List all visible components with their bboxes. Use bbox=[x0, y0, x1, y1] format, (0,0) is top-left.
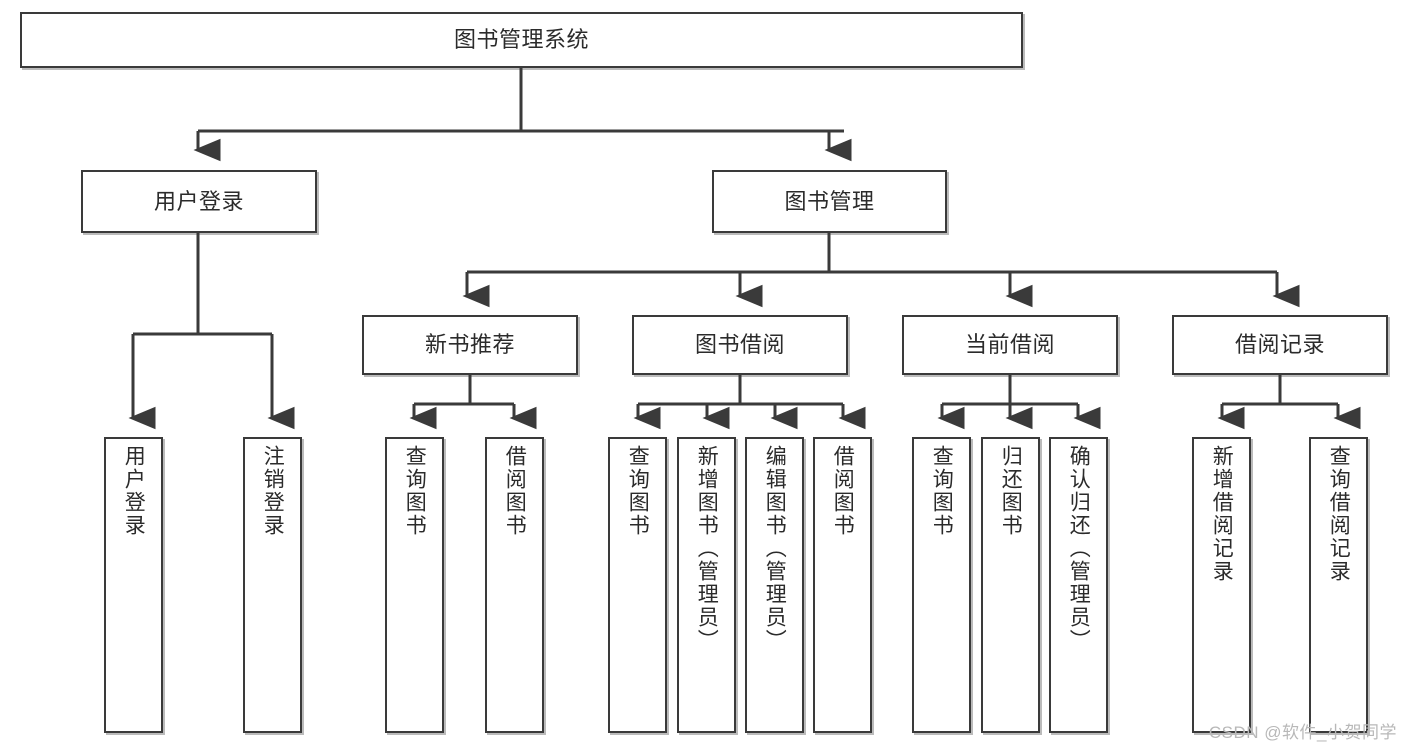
node-leaf-borrow-book[interactable]: 借阅图书 bbox=[813, 437, 872, 733]
node-new-book-recommend[interactable]: 新书推荐 bbox=[362, 315, 578, 375]
node-label: 新书推荐 bbox=[424, 332, 515, 358]
node-current-borrow[interactable]: 当前借阅 bbox=[902, 315, 1118, 375]
node-leaf-query-book-current[interactable]: 查询图书 bbox=[912, 437, 971, 733]
node-label: 新增图书（管理员） bbox=[695, 445, 719, 652]
node-label: 用户登录 bbox=[122, 445, 146, 537]
node-leaf-return-book[interactable]: 归还图书 bbox=[981, 437, 1040, 733]
node-leaf-confirm-return-admin[interactable]: 确认归还（管理员） bbox=[1049, 437, 1108, 733]
node-leaf-logout[interactable]: 注销登录 bbox=[243, 437, 302, 733]
node-label: 查询借阅记录 bbox=[1327, 445, 1351, 583]
watermark: CSDN @软件_小贺同学 bbox=[1208, 723, 1397, 742]
node-label: 查询图书 bbox=[403, 445, 427, 537]
node-book-borrow[interactable]: 图书借阅 bbox=[632, 315, 848, 375]
node-leaf-edit-book-admin[interactable]: 编辑图书（管理员） bbox=[745, 437, 804, 733]
node-label: 图书借阅 bbox=[694, 332, 785, 358]
node-label: 查询图书 bbox=[626, 445, 650, 537]
node-leaf-query-book-recommend[interactable]: 查询图书 bbox=[385, 437, 444, 733]
node-leaf-user-login[interactable]: 用户登录 bbox=[104, 437, 163, 733]
node-label: 借阅图书 bbox=[831, 445, 855, 537]
node-label: 编辑图书（管理员） bbox=[763, 445, 787, 652]
node-borrow-record[interactable]: 借阅记录 bbox=[1172, 315, 1388, 375]
node-label: 确认归还（管理员） bbox=[1067, 445, 1091, 652]
node-label: 用户登录 bbox=[153, 188, 244, 214]
node-book-management[interactable]: 图书管理 bbox=[712, 170, 947, 233]
node-label: 借阅图书 bbox=[503, 445, 527, 537]
node-label: 图书管理系统 bbox=[453, 27, 589, 53]
node-label: 图书管理 bbox=[784, 188, 875, 214]
node-label: 查询图书 bbox=[930, 445, 954, 537]
node-leaf-add-borrow-record[interactable]: 新增借阅记录 bbox=[1192, 437, 1251, 733]
node-label: 归还图书 bbox=[999, 445, 1023, 537]
node-root-library-system[interactable]: 图书管理系统 bbox=[20, 12, 1023, 68]
node-leaf-query-book-borrow[interactable]: 查询图书 bbox=[608, 437, 667, 733]
node-leaf-add-book-admin[interactable]: 新增图书（管理员） bbox=[677, 437, 736, 733]
node-label: 新增借阅记录 bbox=[1210, 445, 1234, 583]
node-label: 借阅记录 bbox=[1234, 332, 1325, 358]
node-label: 注销登录 bbox=[261, 445, 285, 537]
node-user-login[interactable]: 用户登录 bbox=[81, 170, 317, 233]
node-leaf-query-borrow-record[interactable]: 查询借阅记录 bbox=[1309, 437, 1368, 733]
node-leaf-borrow-book-recommend[interactable]: 借阅图书 bbox=[485, 437, 544, 733]
node-label: 当前借阅 bbox=[964, 332, 1055, 358]
